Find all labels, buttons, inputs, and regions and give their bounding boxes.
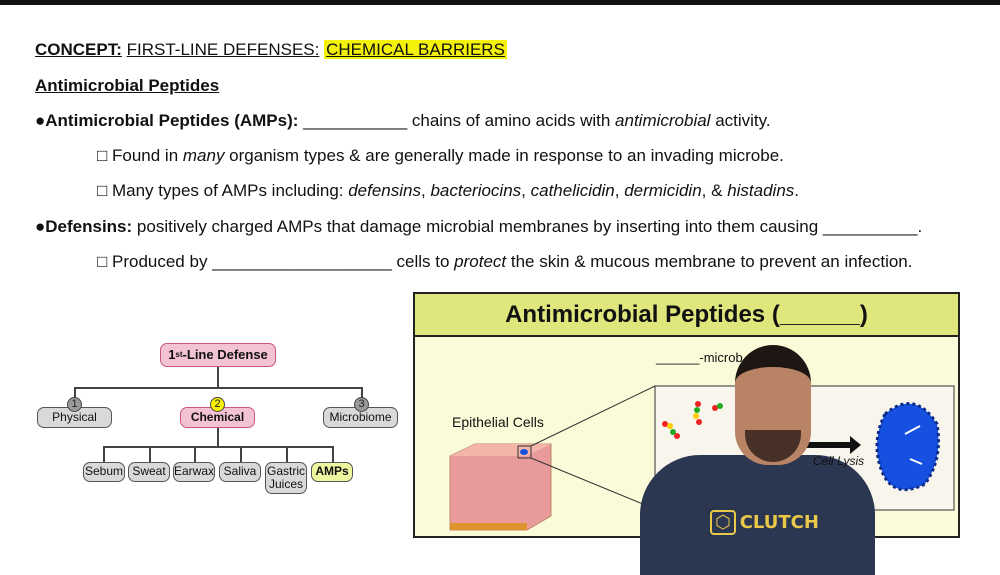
connector [103, 446, 105, 462]
peptide-chains [662, 401, 723, 439]
tree-leaf: Saliva [219, 462, 261, 482]
concept-text: FIRST-LINE DEFENSES: [126, 40, 320, 59]
panel-title: Antimicrobial Peptides (______) [415, 294, 958, 337]
text: histadins [727, 181, 795, 200]
text: protect [454, 252, 507, 271]
zoom-line [530, 385, 656, 447]
bullet-label: ●Defensins: [35, 217, 133, 236]
text: positively charged AMPs that damage micr… [132, 217, 923, 236]
text: many [182, 146, 225, 165]
text: organism types & are generally made in r… [224, 146, 784, 165]
clutch-logo: ⬡CLUTCH [710, 510, 819, 535]
zoom-box [517, 445, 532, 459]
connector [74, 387, 76, 399]
text: -Line Defense [182, 346, 268, 362]
zoom-line [530, 457, 656, 510]
connector [217, 428, 219, 446]
tree-leaf: Sebum [83, 462, 125, 482]
number-badge: 1 [67, 397, 82, 412]
section-title: Antimicrobial Peptides [35, 76, 220, 95]
concept-header: CONCEPT: FIRST-LINE DEFENSES: CHEMICAL B… [35, 40, 507, 60]
logo-text: CLUTCH [739, 512, 819, 533]
text: ___________ chains of amino acids with [298, 111, 616, 130]
text: defensins [348, 181, 421, 200]
number-badge: 2 [210, 397, 225, 412]
epithelial-label: Epithelial Cells [452, 414, 544, 430]
hexagon-icon: ⬡ [710, 510, 736, 535]
text: , [521, 181, 531, 200]
connector [240, 446, 242, 462]
bullet-amps: ●Antimicrobial Peptides (AMPs): ________… [35, 111, 771, 131]
bullet-label: ●Antimicrobial Peptides (AMPs): [35, 111, 299, 130]
text: dermicidin [624, 181, 702, 200]
text: . [794, 181, 800, 200]
skin-block [449, 443, 552, 531]
text: □ Found in [97, 146, 183, 165]
connector [286, 446, 288, 462]
presenter-shirt [640, 455, 875, 575]
concept-highlight: CHEMICAL BARRIERS [324, 40, 507, 59]
text: 1 [168, 346, 176, 362]
top-bar [0, 0, 1000, 5]
micro-label: ______-microb [656, 350, 743, 365]
connector [217, 367, 219, 389]
text: cathelicidin [530, 181, 615, 200]
tree-leaf: Sweat [128, 462, 170, 482]
lysed-microbe [875, 402, 940, 492]
text: , [421, 181, 431, 200]
connector [194, 446, 196, 462]
text: , & [701, 181, 728, 200]
text: activity. [710, 111, 771, 130]
text: , [614, 181, 625, 200]
tree-leaf: Gastric Juices [265, 462, 307, 494]
text: bacteriocins [430, 181, 522, 200]
connector [149, 446, 151, 462]
text: st [175, 349, 183, 359]
sub-bullet-found: □ Found in many organism types & are gen… [97, 146, 784, 166]
sub-bullet-produced: □ Produced by ___________________ cells … [97, 252, 912, 272]
connector [361, 387, 363, 399]
cell-lysis-label: Cell Lysis [813, 454, 865, 468]
concept-label: CONCEPT: [35, 40, 122, 59]
connector [74, 387, 363, 389]
connector [332, 446, 334, 462]
number-badge: 3 [354, 397, 369, 412]
tree-leaf: Earwax [173, 462, 215, 482]
text: the skin & mucous membrane to prevent an… [506, 252, 913, 271]
text: □ Many types of AMPs including: [97, 181, 349, 200]
tree-leaf-amps: AMPs [311, 462, 353, 482]
sub-bullet-types: □ Many types of AMPs including: defensin… [97, 181, 799, 201]
microbe-small [520, 449, 528, 455]
arrow-icon [802, 442, 850, 448]
text: antimicrobial [615, 111, 711, 130]
text: □ Produced by ___________________ cells … [97, 252, 455, 271]
connector [103, 446, 333, 448]
bullet-defensins: ●Defensins: positively charged AMPs that… [35, 217, 922, 237]
